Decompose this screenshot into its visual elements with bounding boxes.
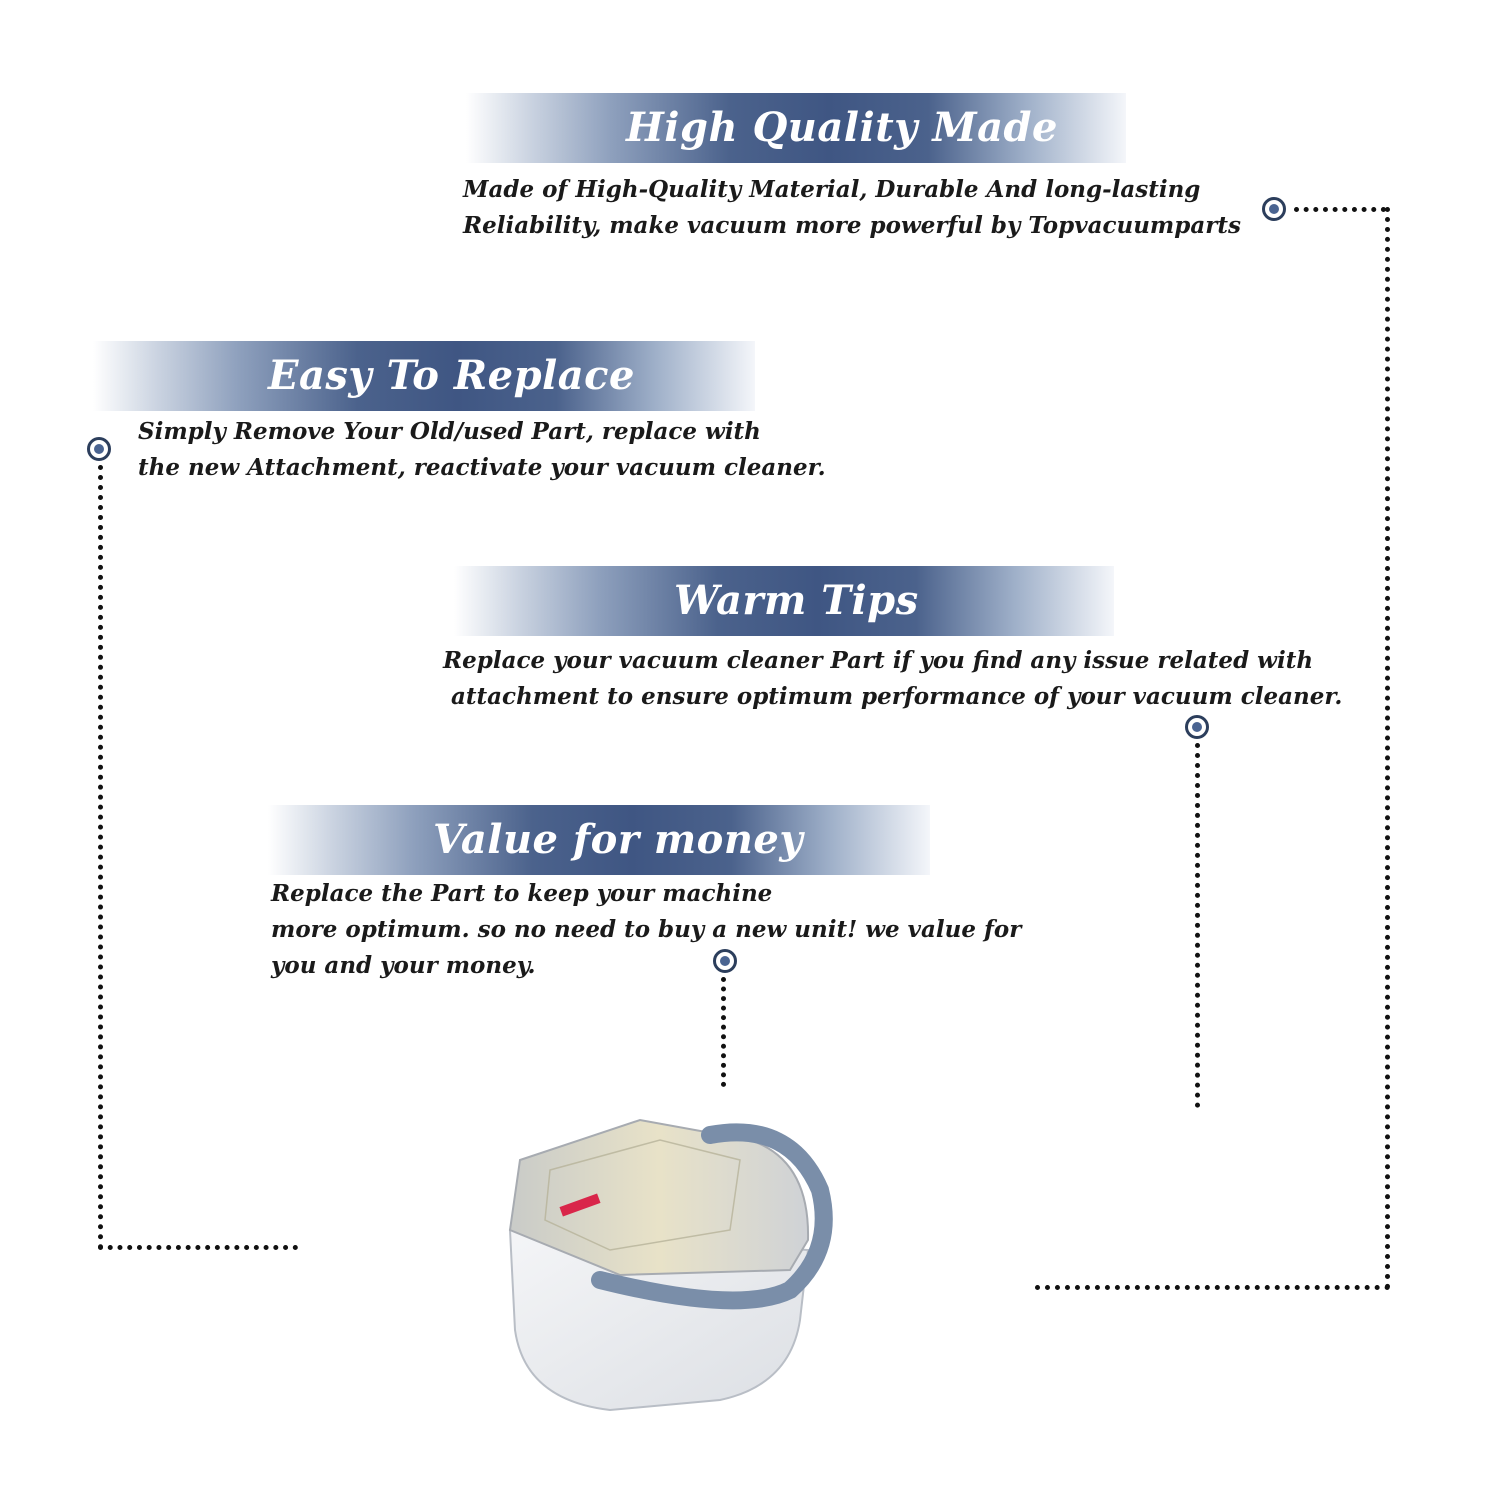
connector-line — [1035, 1285, 1390, 1290]
desc-line: the new Attachment, reactivate your vacu… — [138, 454, 826, 481]
section-title-easy-replace: Easy To Replace — [268, 352, 635, 399]
connector-line — [1195, 743, 1200, 1108]
section-desc-warm-tips: Replace your vacuum cleaner Part if you … — [443, 643, 1342, 715]
desc-line: attachment to ensure optimum performance… — [443, 683, 1343, 710]
desc-line: Made of High-Quality Material, Durable A… — [463, 176, 1201, 203]
section-title-high-quality: High Quality Made — [626, 104, 1058, 151]
section-desc-high-quality: Made of High-Quality Material, Durable A… — [463, 172, 1241, 244]
connector-line — [98, 465, 103, 1250]
connector-line — [1385, 207, 1390, 1290]
section-title-warm-tips: Warm Tips — [674, 577, 919, 624]
connector-line — [1294, 207, 1386, 212]
marker-dot-icon — [87, 437, 111, 461]
marker-dot-icon — [713, 949, 737, 973]
banner-high-quality: High Quality Made — [466, 93, 1126, 163]
connector-line — [721, 977, 726, 1087]
section-desc-easy-replace: Simply Remove Your Old/used Part, replac… — [138, 414, 826, 486]
vacuum-dust-bin-product — [508, 1118, 833, 1412]
marker-dot-icon — [1185, 715, 1209, 739]
banner-value-money: Value for money — [268, 805, 930, 875]
banner-easy-replace: Easy To Replace — [93, 341, 755, 411]
marker-dot-icon — [1262, 197, 1286, 221]
desc-line: you and your money. — [271, 952, 536, 979]
desc-line: Simply Remove Your Old/used Part, replac… — [138, 418, 761, 445]
desc-line: Reliability, make vacuum more powerful b… — [463, 212, 1241, 239]
desc-line: more optimum. so no need to buy a new un… — [271, 916, 1022, 943]
connector-line — [98, 1245, 298, 1250]
section-desc-value-money: Replace the Part to keep your machine mo… — [271, 876, 1021, 984]
section-title-value-money: Value for money — [433, 816, 804, 863]
banner-warm-tips: Warm Tips — [454, 566, 1114, 636]
desc-line: Replace your vacuum cleaner Part if you … — [443, 647, 1314, 674]
desc-line: Replace the Part to keep your machine — [271, 880, 773, 907]
